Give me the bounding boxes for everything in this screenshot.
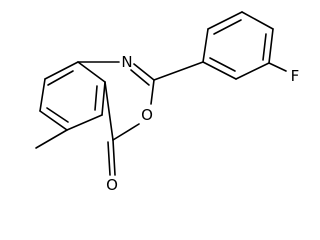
bond-ph1-ph2: [202, 28, 209, 63]
bond-c7-c6: [39, 110, 68, 131]
bond-ph2-ph3: [207, 11, 243, 30]
carbonyl-oxygen-label: O: [106, 176, 118, 194]
bond-n-c2-a: [133, 63, 155, 81]
bond-c6-c5: [66, 114, 103, 131]
fluorine-label: F: [291, 67, 300, 85]
bond-c8a-c8-inner: [47, 70, 74, 86]
bond-c4-o-b: [107, 141, 111, 176]
bond-c4-c4a: [104, 81, 114, 141]
bond-ph3-ph4: [241, 11, 274, 30]
bond-c4a-c8a: [77, 61, 106, 83]
bond-c8a-c8: [44, 61, 79, 80]
bond-ph4-ph5: [268, 28, 274, 64]
bond-c4-o-a: [112, 139, 116, 176]
fluorine-atom: F: [291, 67, 300, 85]
ring-oxygen-label: O: [141, 106, 153, 124]
atom-labels: N O O F: [106, 53, 299, 194]
bonds: [35, 11, 287, 176]
bond-n-c2-b: [130, 69, 150, 86]
nitrogen-label: N: [121, 53, 132, 71]
bond-c5-c4a: [101, 81, 106, 116]
bond-c2-o: [150, 79, 155, 105]
bond-ph6-ph1-inner: [209, 57, 236, 72]
bond-c2-phenyl: [153, 61, 204, 81]
bond-ph4-ph5-inner: [262, 33, 267, 61]
ring-oxygen-atom: O: [141, 106, 153, 124]
nitrogen-atom: N: [121, 53, 132, 71]
bond-ph2-ph3-inner: [213, 19, 242, 35]
bond-c6-methyl: [35, 129, 68, 149]
bond-c7-c6-inner: [46, 107, 69, 123]
bond-c5-c4a-inner: [94, 85, 98, 111]
bond-ph5-ph6: [235, 62, 270, 80]
bond-o-c4: [112, 123, 140, 141]
benzoxazinone-structure: N O O F: [35, 11, 299, 194]
bond-c8-c7: [39, 78, 46, 112]
bond-ph5-f: [268, 62, 287, 72]
carbonyl-oxygen-atom: O: [106, 176, 118, 194]
bond-ph6-ph1: [202, 61, 237, 80]
